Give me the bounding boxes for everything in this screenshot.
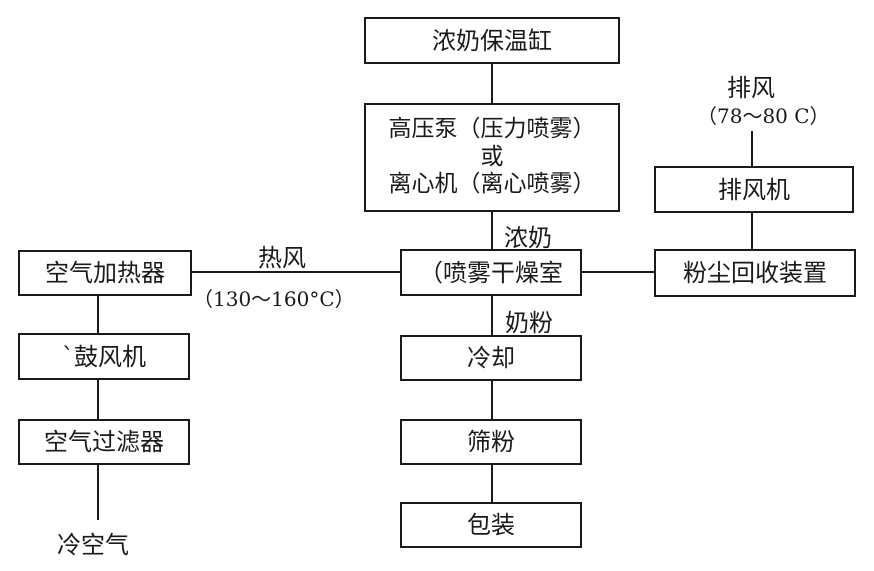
sieving-label: 筛粉 (467, 428, 515, 456)
storage-tank-label: 浓奶保温缸 (432, 26, 552, 55)
storage-tank-node: 浓奶保温缸 (364, 17, 620, 64)
cooling-label: 冷却 (467, 344, 515, 372)
spray-chamber-label: （喷雾干燥室 (419, 258, 563, 287)
spray-chamber-node: （喷雾干燥室 (400, 249, 582, 296)
exhaust-fan-label: 排风机 (718, 175, 790, 204)
air-filter-label: 空气过滤器 (44, 428, 164, 456)
packaging-label: 包装 (467, 511, 515, 539)
exhaust-label: 排风 (727, 74, 775, 102)
cooling-node: 冷却 (400, 335, 582, 381)
air-heater-label: 空气加热器 (45, 259, 165, 287)
cold-air-label: 冷空气 (57, 531, 129, 559)
dust-recovery-label: 粉尘回收装置 (683, 259, 827, 287)
hot-air-label: 热风 (258, 244, 306, 272)
blower-node: `鼓风机 (18, 333, 190, 380)
air-heater-node: 空气加热器 (18, 250, 192, 296)
air-filter-node: 空气过滤器 (18, 419, 190, 465)
hot-air-temp-label: （130～160°C） (193, 287, 355, 311)
milk-powder-label: 奶粉 (505, 309, 553, 337)
atomizer-node: 高压泵（压力喷雾） 或 离心机（离心喷雾） (364, 103, 620, 212)
exhaust-fan-node: 排风机 (654, 166, 854, 213)
atomizer-or: 或 (480, 143, 504, 170)
dust-recovery-node: 粉尘回收装置 (654, 249, 856, 297)
atomizer-line2: 离心机（离心喷雾） (388, 171, 596, 198)
blower-label: `鼓风机 (62, 342, 146, 371)
exhaust-temp-label: （78～80 C） (697, 104, 830, 128)
atomizer-line1: 高压泵（压力喷雾） (388, 116, 596, 143)
concentrated-milk-label: 浓奶 (504, 224, 552, 252)
packaging-node: 包装 (400, 502, 582, 548)
sieving-node: 筛粉 (400, 419, 582, 465)
